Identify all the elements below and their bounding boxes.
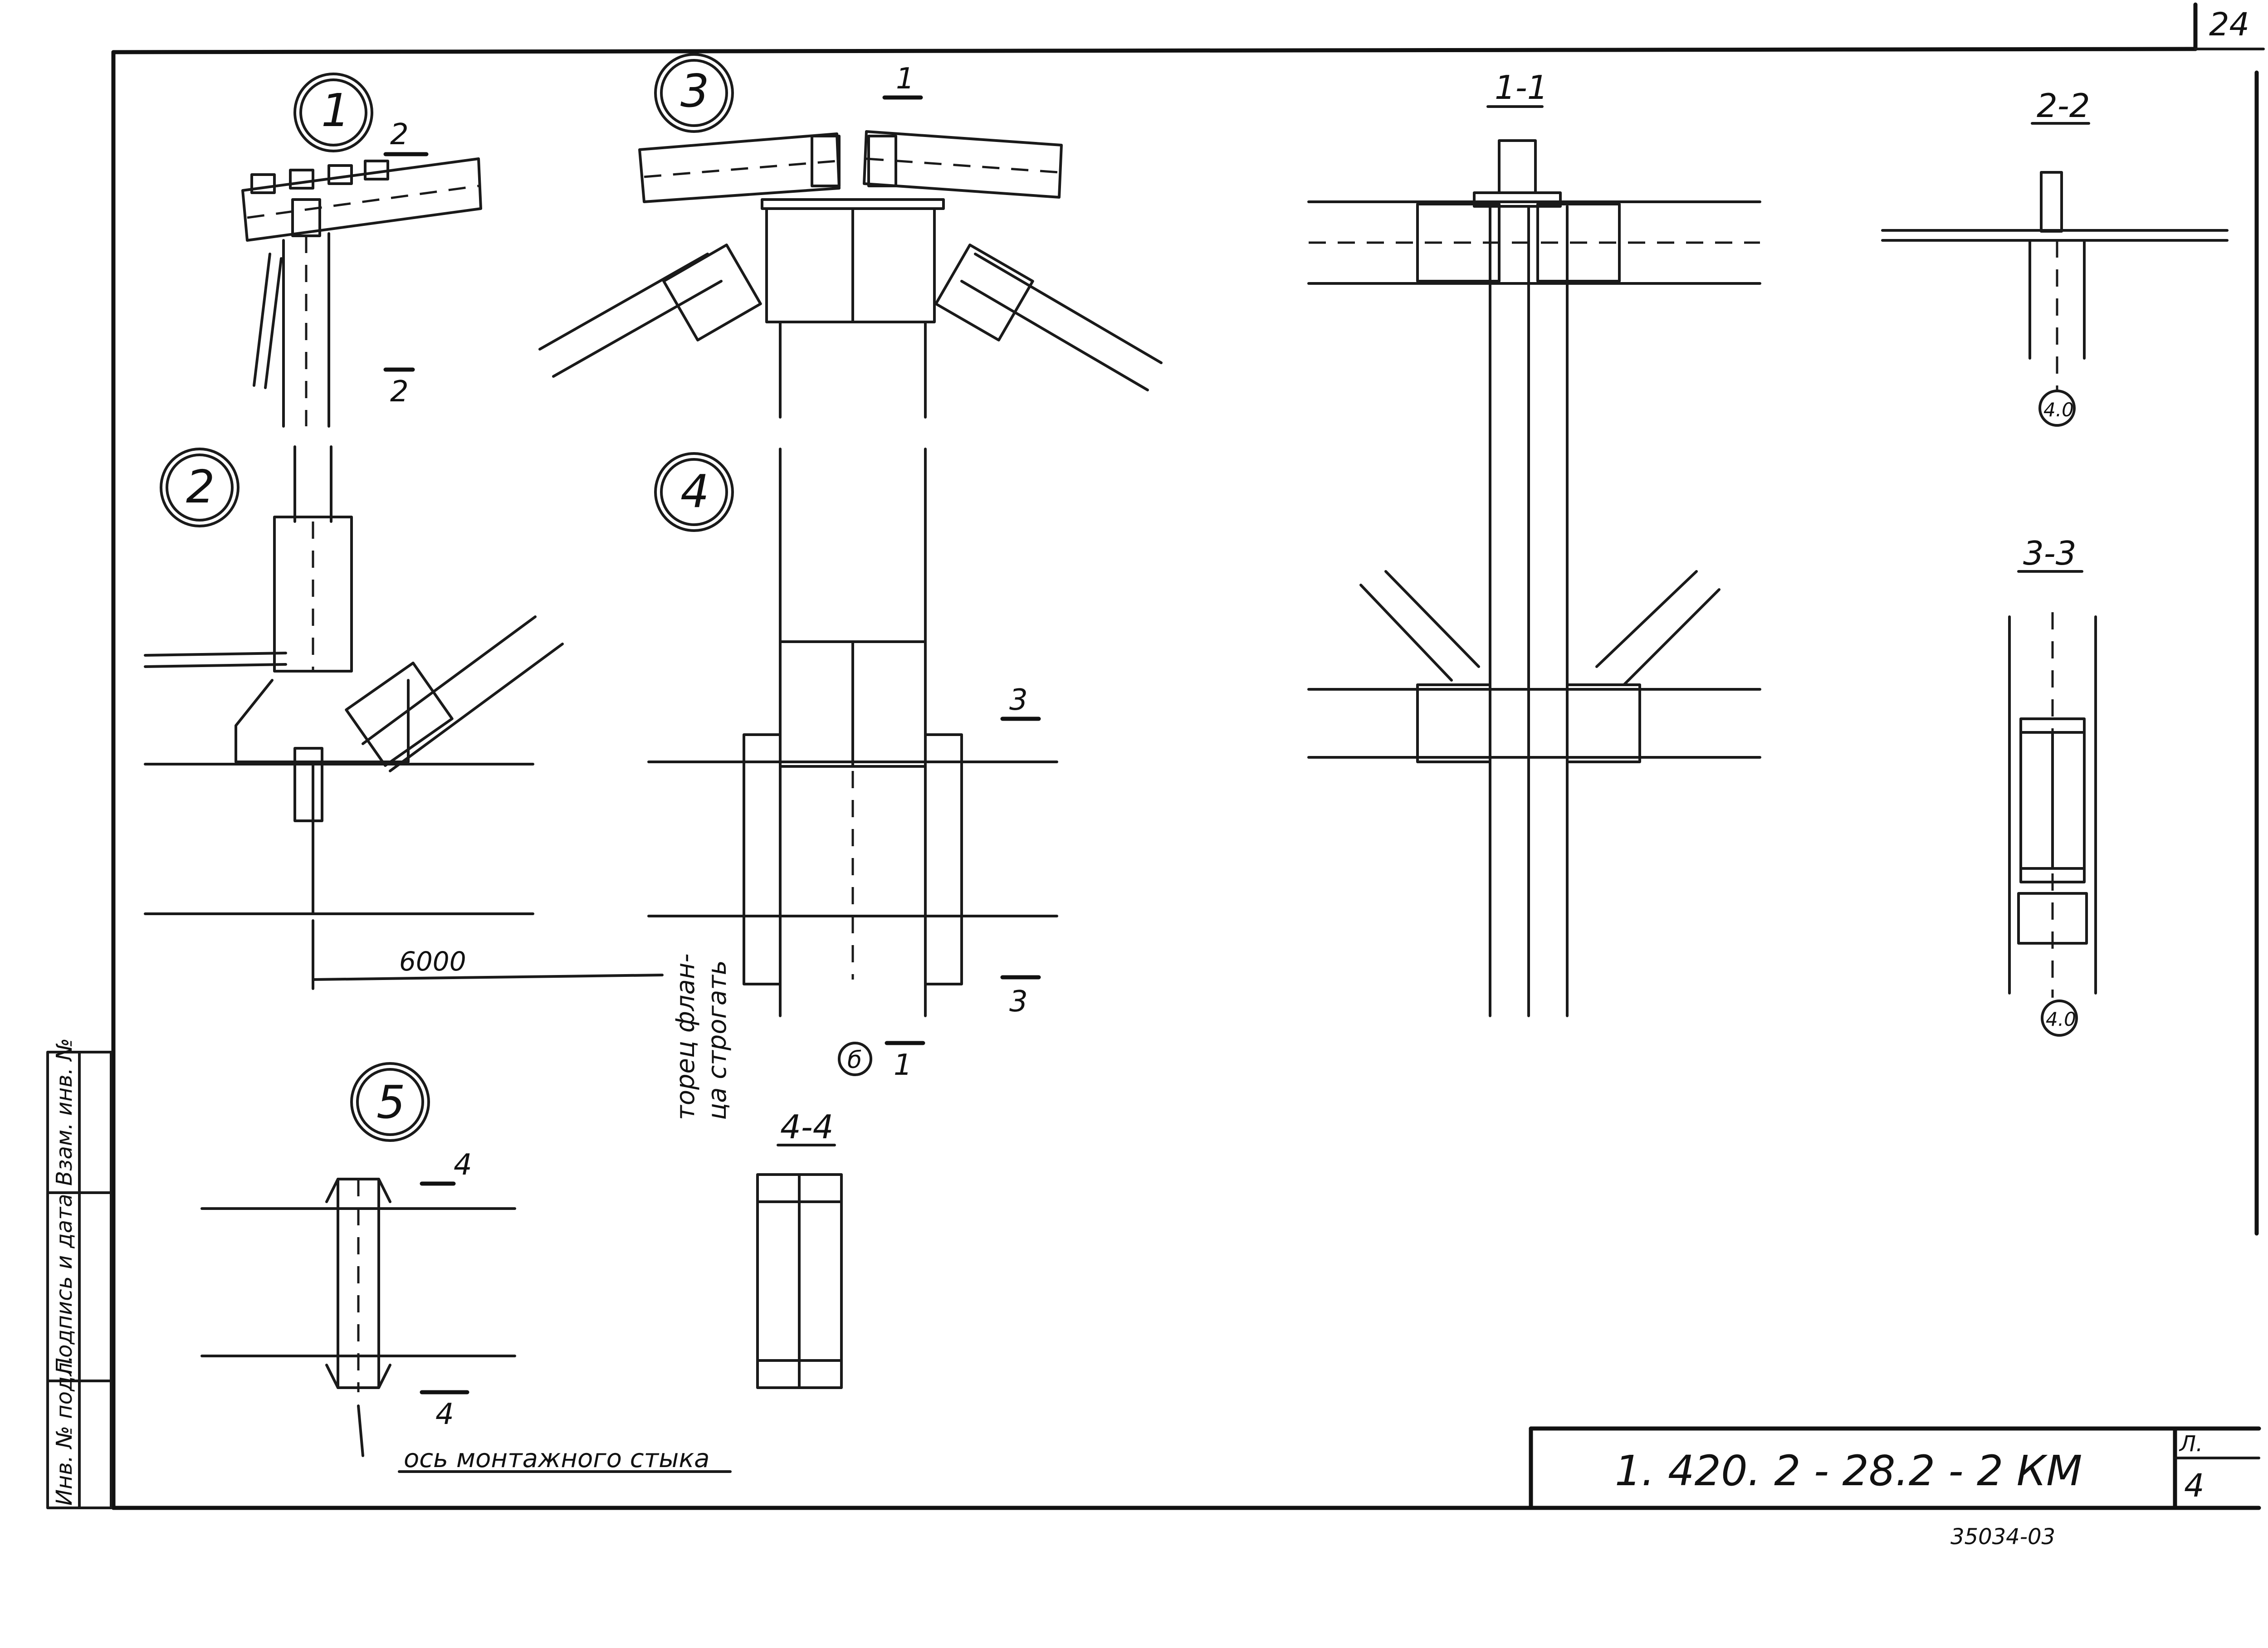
weld-tag-3-3 bbox=[2041, 1000, 2078, 1037]
side-stamp bbox=[46, 1051, 112, 1509]
section-3-3-drawing bbox=[2008, 612, 2097, 998]
stamp-signature-date: Подпись и дата bbox=[52, 1194, 77, 1374]
node-5-drawing bbox=[200, 1062, 516, 1457]
node-2-label: 2 bbox=[186, 460, 215, 513]
axis-b-label: б bbox=[847, 1047, 862, 1074]
stamp-original-inv: Инв. № подл. bbox=[52, 1355, 77, 1506]
title-block bbox=[1529, 1426, 2261, 1510]
cut-3-bottom-label: 3 bbox=[1009, 985, 1028, 1019]
section-1-1-title: 1-1 bbox=[1495, 68, 1548, 107]
node-4-drawing bbox=[647, 448, 1058, 1017]
node-3-drawing bbox=[538, 53, 1163, 419]
section-2-2-drawing bbox=[1881, 171, 2229, 390]
node-2-drawing bbox=[144, 445, 564, 915]
node-1-label: 1 bbox=[321, 84, 350, 137]
node-4-label: 4 bbox=[680, 465, 709, 518]
weld-tag-3-3-label: 4.0 bbox=[2046, 1008, 2076, 1030]
cut-1-top-label: 1 bbox=[896, 62, 914, 96]
axis-b-marker bbox=[838, 1042, 872, 1076]
cut-1-bottom-label: 1 bbox=[894, 1048, 912, 1082]
flange-note-line-1: торец флан- bbox=[671, 953, 700, 1120]
cut-4-bottom-label: 4 bbox=[435, 1398, 454, 1431]
section-4-4-drawing bbox=[756, 1173, 843, 1389]
node-3-label: 3 bbox=[680, 64, 709, 117]
drawing-designation: 1. 420. 2 - 28.2 - 2 КМ bbox=[1615, 1447, 2082, 1495]
sheet-number: 4 bbox=[2184, 1467, 2204, 1504]
cut-2-top-label: 2 bbox=[390, 118, 409, 151]
node-5-label: 5 bbox=[376, 1076, 406, 1129]
cut-3-top-label: 3 bbox=[1009, 683, 1028, 717]
node-1-drawing bbox=[241, 73, 482, 428]
weld-tag-2-2 bbox=[2038, 390, 2076, 427]
section-2-2-title: 2-2 bbox=[2037, 87, 2090, 125]
cut-2-bottom-label: 2 bbox=[390, 375, 409, 409]
dim-6000-line bbox=[312, 974, 664, 981]
archive-number: 35034-03 bbox=[1950, 1524, 2055, 1550]
section-4-4-title: 4-4 bbox=[780, 1108, 834, 1146]
flange-note-line-2: ца строгать bbox=[703, 960, 732, 1120]
section-1-1-drawing bbox=[1307, 139, 1761, 1017]
joint-axis-note: ось монтажного стыка bbox=[404, 1444, 710, 1473]
sheet-frame bbox=[111, 2, 2265, 1510]
cut-4-top-label: 4 bbox=[454, 1148, 472, 1182]
sheet-label: Л. bbox=[2179, 1431, 2203, 1457]
stamp-replace-inv: Взам. инв. № bbox=[52, 1038, 77, 1186]
dim-6000-label: 6000 bbox=[399, 946, 466, 977]
weld-tag-2-2-label: 4.0 bbox=[2043, 399, 2074, 421]
corner-sheet-number: 24 bbox=[2209, 6, 2249, 43]
section-3-3-title: 3-3 bbox=[2023, 534, 2077, 572]
